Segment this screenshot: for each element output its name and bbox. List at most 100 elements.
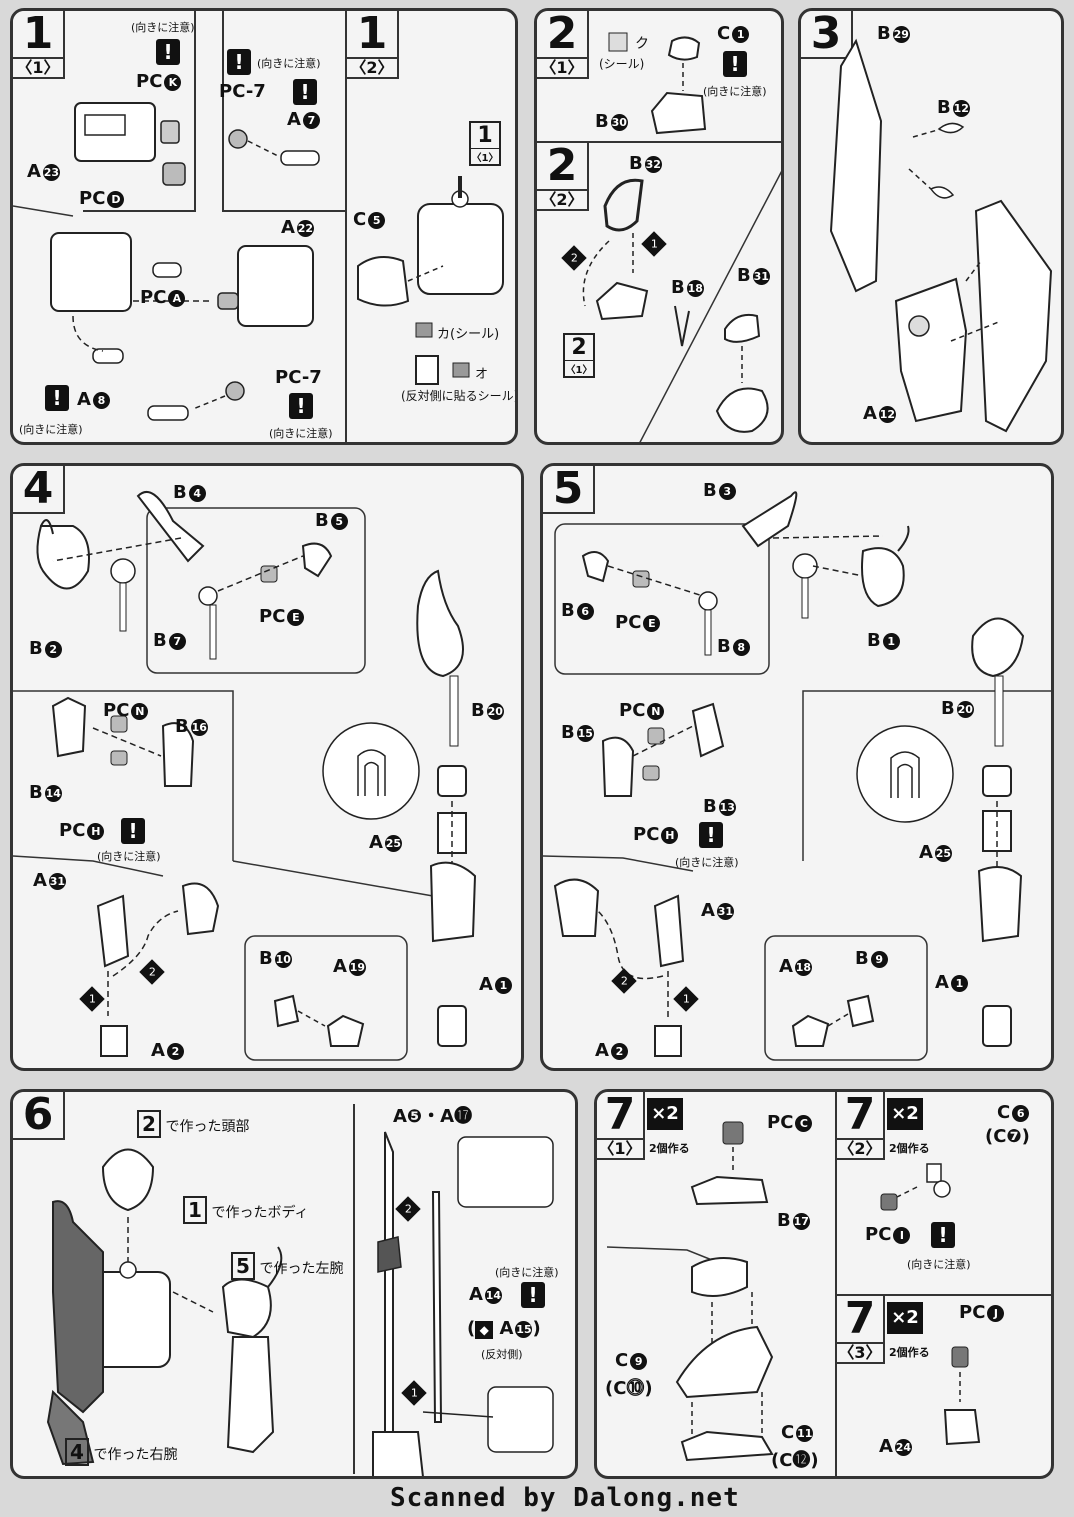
step-1-divider <box>345 11 347 442</box>
step6-right-arm-label: 4 で作った右腕 <box>65 1438 177 1466</box>
step-6-panel: 6 2 で作った頭部 1 で作ったボディ 5 で作った左腕 4 で作った右腕 A… <box>10 1089 578 1479</box>
make-two-note: 2個作る <box>649 1142 690 1155</box>
warning-icon: ! <box>289 393 313 419</box>
warning-icon: ! <box>931 1222 955 1248</box>
part-pc7-b: PC-7 <box>275 367 322 388</box>
orientation-note-3: (向きに注意) <box>19 423 83 436</box>
part-pc7-a: PC-7 <box>219 81 266 102</box>
step-7-divider <box>835 1092 837 1476</box>
step-4-number: 4 <box>13 466 65 514</box>
part-c7: (C❼) <box>985 1126 1030 1147</box>
orientation-note-7: (向きに注意) <box>675 856 739 869</box>
part-c10: (C⓾) <box>605 1378 653 1399</box>
sticker-note: (シール) <box>599 57 645 71</box>
times-two-badge: ×2 <box>887 1302 923 1334</box>
make-two-note: 2個作る <box>889 1142 930 1155</box>
step-7-artwork <box>606 1121 981 1462</box>
orientation-note-1: (向きに注意) <box>131 21 195 34</box>
orientation-note-8: (向きに注意) <box>495 1266 559 1279</box>
ref-step-1-1: 1 〈1〉 <box>469 121 501 166</box>
sticker-ku: ク <box>635 36 649 52</box>
step-1-artwork <box>13 11 504 421</box>
part-c12: (C⓬) <box>771 1450 819 1471</box>
orientation-note-4: (向きに注意) <box>269 427 333 440</box>
step-1-1-number: 1 〈1〉 <box>13 11 65 79</box>
part-a5-a17: A❺・A⓱ <box>393 1106 473 1127</box>
step-4-artwork <box>13 490 477 1061</box>
reverse-sticker-note: (反対側に貼るシール) <box>401 389 518 403</box>
warning-icon: ! <box>723 51 747 77</box>
times-two-badge: ×2 <box>887 1098 923 1130</box>
warning-icon: ! <box>227 49 251 75</box>
step-5-artwork <box>543 491 1051 1061</box>
reverse-side-note: (反対側) <box>481 1348 523 1361</box>
step-5-number: 5 <box>543 466 595 514</box>
orientation-note-5: (向きに注意) <box>703 85 767 98</box>
step-3-artwork <box>829 38 1053 433</box>
orientation-note-2: (向きに注意) <box>257 57 321 70</box>
step-7-panel: 7 〈1〉 ×2 2個作る 7 〈2〉 ×2 2個作る 7 〈3〉 ×2 2個作… <box>594 1089 1054 1479</box>
make-two-note: 2個作る <box>889 1346 930 1359</box>
ref-step-2-1: 2 〈1〉 <box>563 333 595 378</box>
step-7-1-number: 7 〈1〉 <box>597 1092 645 1160</box>
step6-body-label: 1 で作ったボディ <box>183 1196 308 1224</box>
step-7-2-number: 7 〈2〉 <box>837 1092 885 1160</box>
warning-icon: ! <box>156 39 180 65</box>
orientation-note-9: (向きに注意) <box>907 1258 971 1271</box>
warning-icon: ! <box>521 1282 545 1308</box>
step-6-artwork <box>46 1131 554 1476</box>
step-2-2-number: 2 〈2〉 <box>537 143 589 211</box>
warning-icon: ! <box>699 822 723 848</box>
scan-credit: Scanned by Dalong.net <box>390 1483 740 1513</box>
orientation-note-6: (向きに注意) <box>97 850 161 863</box>
step-1-panel: 1 〈1〉 1 〈2〉 <box>10 8 518 445</box>
